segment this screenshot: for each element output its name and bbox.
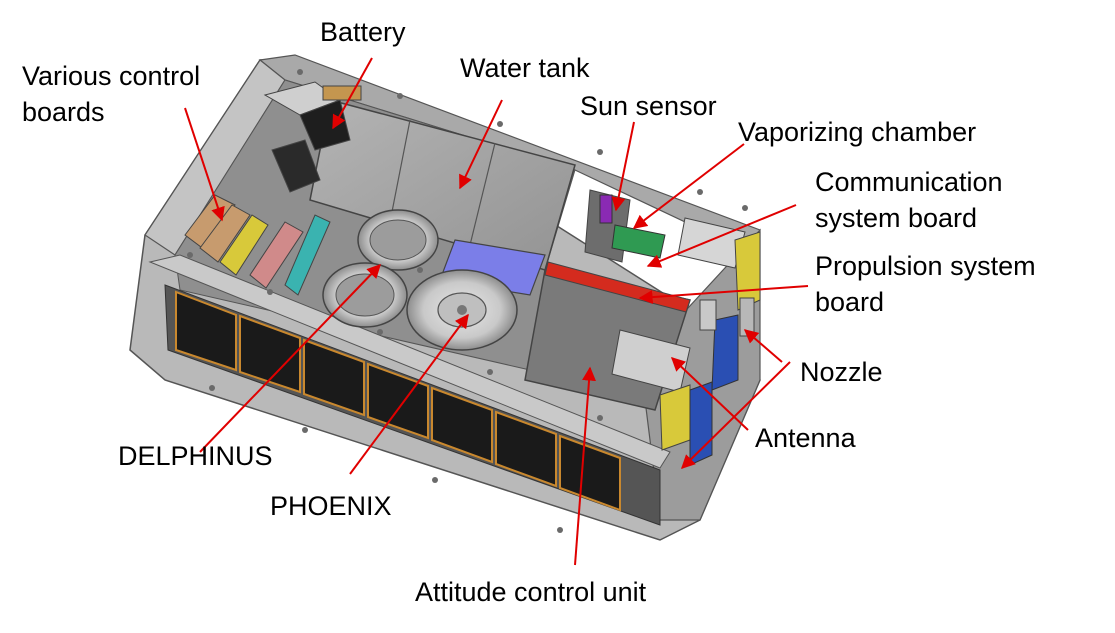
label-comm-board-line1: Communication xyxy=(815,167,1003,197)
label-prop-board-line2: board xyxy=(815,287,885,318)
arrow-nozzle-upper xyxy=(743,329,783,363)
bolts xyxy=(187,69,748,533)
label-control-boards: Various control boards xyxy=(22,58,200,131)
arrow-delphinus xyxy=(199,263,381,453)
arrow-phoenix xyxy=(349,313,469,475)
arrow-control-boards xyxy=(184,107,225,222)
arrow-attitude-unit xyxy=(574,366,597,566)
label-sun-sensor: Sun sensor xyxy=(580,91,717,121)
arrow-nozzle-lower xyxy=(681,361,791,469)
label-antenna: Antenna xyxy=(755,423,856,453)
label-phoenix: PHOENIX xyxy=(270,491,392,521)
label-prop-board: Propulsion system board xyxy=(815,248,1036,321)
battery-block xyxy=(263,81,362,193)
leader-arrows xyxy=(184,57,809,566)
solar-panel xyxy=(164,284,661,526)
label-battery: Battery xyxy=(320,17,406,47)
label-attitude-unit: Attitude control unit xyxy=(415,577,647,607)
label-vaporizing-chamber: Vaporizing chamber xyxy=(738,117,977,147)
label-delphinus: DELPHINUS xyxy=(118,441,273,471)
label-water-tank: Water tank xyxy=(460,53,590,83)
label-prop-board-line1: Propulsion system xyxy=(815,251,1036,281)
arrow-battery xyxy=(332,57,373,130)
delphinus-cylinders xyxy=(322,209,439,328)
arrow-propulsion-board xyxy=(638,285,809,305)
arrow-vaporizing-chamber xyxy=(632,143,745,229)
right-side-parts xyxy=(584,189,761,466)
label-comm-board: Communication system board xyxy=(815,164,1003,237)
label-control-boards-line2: boards xyxy=(22,97,105,128)
label-comm-board-line2: system board xyxy=(815,203,978,234)
label-nozzle: Nozzle xyxy=(800,357,883,387)
arrow-water-tank xyxy=(459,99,503,190)
propulsion-board-part xyxy=(544,261,691,313)
arrow-sun-sensor xyxy=(611,121,635,212)
arrow-antenna xyxy=(670,357,749,431)
arrow-comm-board xyxy=(646,204,797,268)
label-control-boards-line1: Various control xyxy=(22,61,201,91)
phoenix-wheel xyxy=(406,269,518,351)
